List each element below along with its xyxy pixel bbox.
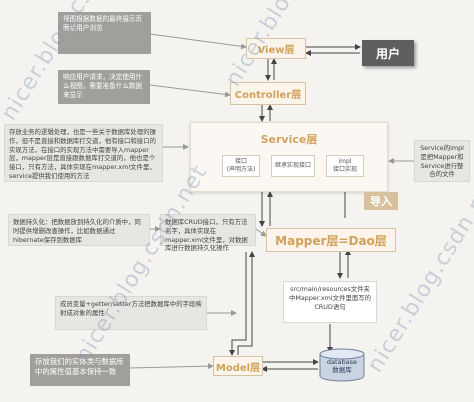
service-extends-box: 继承实现接口 — [271, 155, 315, 177]
view-layer: View层 — [246, 38, 306, 59]
extends-label: 继承实现接口 — [274, 162, 311, 169]
model-note-text: 存放我们的实体类与数据库中的属性值基本保持一致 — [35, 357, 124, 376]
persistence-note: 数据持久化：把数据放到持久化的介质中，同时提供增删改查操作，比如数据通过hibe… — [8, 214, 150, 246]
database-sub-label: 数据库 — [332, 366, 352, 374]
crud-note-text: 数据库CRUD接口，只有方法名字，具体实现在mapper.xml文件里，对数据库… — [165, 218, 248, 253]
crud-note: 数据库CRUD接口，只有方法名字，具体实现在mapper.xml文件里，对数据库… — [160, 214, 256, 252]
view-note-text: 视图根据数据的最终展示页面给用户浏览 — [63, 15, 143, 32]
service-impl-note: Service的impl是把Mapper和Service进行整合的文件 — [414, 140, 470, 182]
import-tag: 导入 — [364, 192, 398, 210]
mapper-layer: Mapper层=Dao层 — [266, 228, 396, 252]
database-label: database — [326, 358, 358, 366]
database-icon: database 数据库 — [318, 348, 366, 382]
service-layer-title: Service层 — [260, 133, 318, 146]
controller-layer-label: Controller层 — [234, 90, 302, 101]
service-layer-panel: Service层 接口 (声明方法) 继承实现接口 impl 接口实现 — [190, 122, 388, 192]
mapper-layer-label: Mapper层=Dao层 — [275, 233, 387, 248]
view-layer-label: View层 — [257, 45, 295, 56]
import-label: 导入 — [370, 195, 392, 208]
controller-note-text: 响应用户请求，决定使用什么视图，需要准备什么数据来显示 — [63, 73, 143, 99]
controller-layer: Controller层 — [230, 82, 306, 105]
entity-note-text: 成员变量+getter/setter方法把数据库中的字段映射成对象的属性 — [60, 300, 202, 317]
service-impl-box: impl 接口实现 — [326, 155, 364, 177]
interface-sub-label: (声明方法) — [226, 166, 256, 173]
mapper-xml-note-text: src/main/resources文件夹中Mapper.xml文件里面写的CR… — [288, 285, 372, 311]
service-interface-box: 接口 (声明方法) — [222, 155, 260, 177]
interface-label: 接口 — [234, 158, 247, 165]
controller-note: 响应用户请求，决定使用什么视图，需要准备什么数据来显示 — [58, 70, 150, 104]
service-note-text: 存放业务的逻辑处理，也是一些关于数据库处理的操作，但不是直接和数据库打交道，他有… — [9, 128, 156, 180]
impl-sub-label: 接口实现 — [332, 166, 357, 173]
mapper-xml-note: src/main/resources文件夹中Mapper.xml文件里面写的CR… — [283, 281, 377, 323]
impl-label: impl — [338, 158, 352, 165]
persistence-note-text: 数据持久化：把数据放到持久化的介质中，同时提供增删改查操作，比如数据通过hibe… — [13, 218, 141, 244]
view-note: 视图根据数据的最终展示页面给用户浏览 — [58, 12, 151, 54]
entity-note: 成员变量+getter/setter方法把数据库中的字段映射成对象的属性 — [55, 296, 207, 330]
model-note: 存放我们的实体类与数据库中的属性值基本保持一致 — [30, 354, 130, 386]
user-label: 用户 — [375, 46, 400, 61]
service-impl-note-text: Service的impl是把Mapper和Service进行整合的文件 — [420, 144, 464, 179]
model-layer: Model层 — [213, 356, 263, 376]
service-note: 存放业务的逻辑处理，也是一些关于数据库处理的操作，但不是直接和数据库打交道，他有… — [4, 124, 163, 182]
user-box: 用户 — [362, 40, 414, 66]
model-layer-label: Model层 — [215, 362, 261, 374]
database-cylinder — [319, 348, 365, 382]
